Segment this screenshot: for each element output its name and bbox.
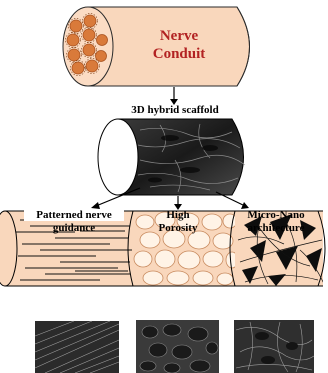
feature-porosity-line2: Porosity: [148, 222, 208, 234]
sem-micro-nano: [234, 320, 314, 373]
sem-porous-surface: [136, 320, 219, 373]
scaffold-end-face: [98, 119, 138, 195]
scaffold-label: 3D hybrid scaffold: [115, 104, 235, 116]
feature-patterned-line2: guidance: [24, 222, 124, 234]
fascicle: [83, 29, 95, 41]
fascicle: [72, 62, 84, 74]
fascicle: [83, 44, 95, 56]
feature-patterned-line1: Patterned nerve: [24, 209, 124, 221]
feature-porosity-line1: High: [148, 209, 208, 221]
sem-aligned-fibers: [35, 321, 119, 373]
conduit-title-line2: Conduit: [124, 46, 234, 62]
conduit-title-line1: Nerve: [124, 28, 234, 44]
fascicle: [96, 51, 107, 62]
arrow-down-icon: [170, 87, 178, 105]
hybrid-scaffold: [98, 119, 245, 195]
fascicle: [84, 15, 96, 27]
feature-micro-nano-line2: architecture: [236, 222, 316, 234]
fascicle: [97, 35, 108, 46]
fascicle: [67, 34, 79, 46]
fascicle: [68, 49, 80, 61]
fascicle: [86, 60, 98, 72]
feature-micro-nano-line1: Micro-Nano: [236, 209, 316, 221]
arrow-center-icon: [174, 196, 182, 210]
fascicle: [70, 20, 82, 32]
